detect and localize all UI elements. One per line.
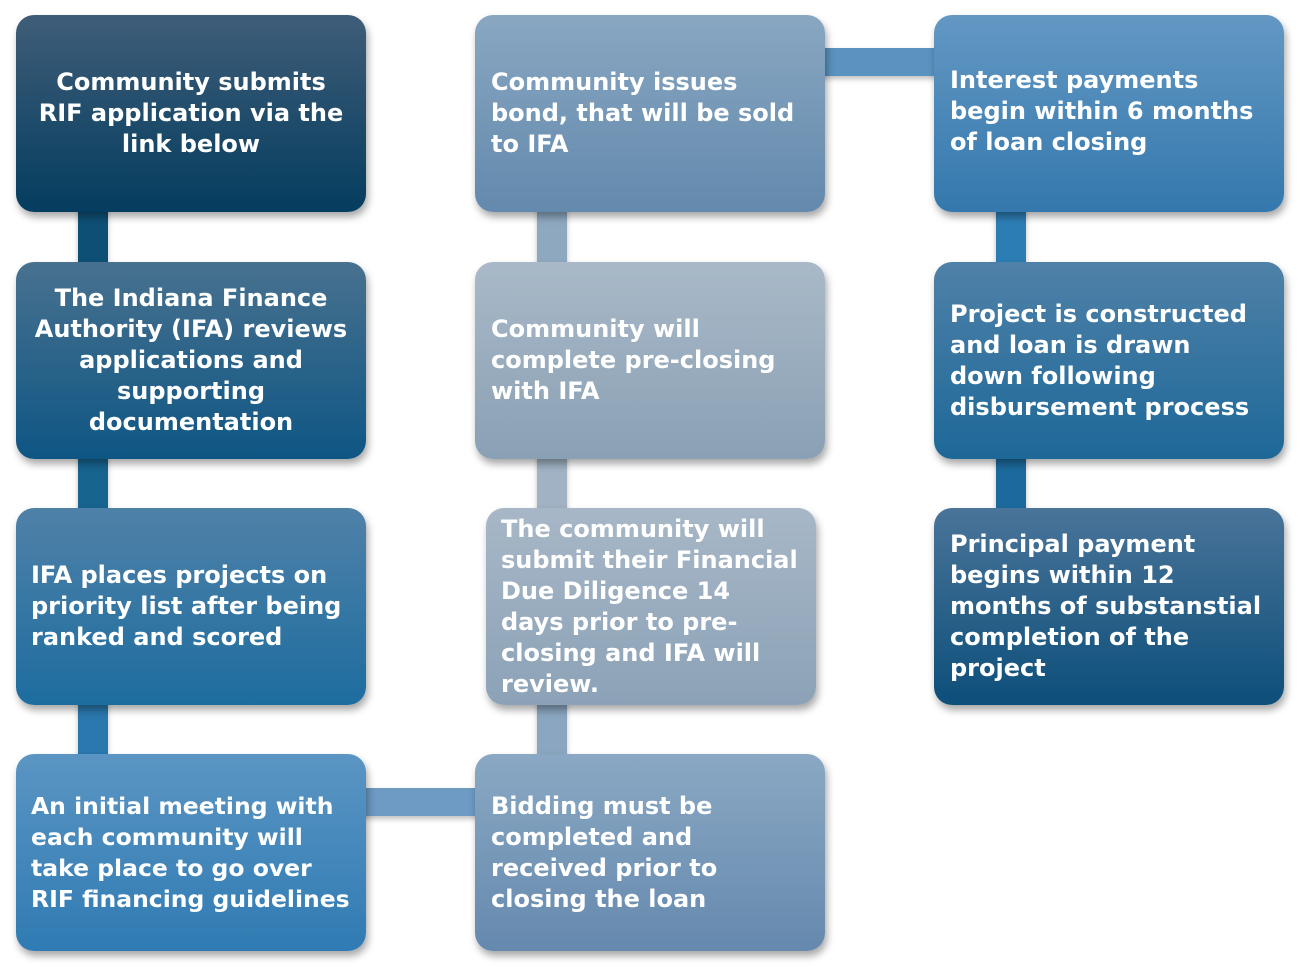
step-8-issue-bond: Community issues bond, that will be sold… xyxy=(475,15,825,212)
connector-1-2 xyxy=(78,205,108,269)
step-9-interest-payments: Interest payments begin within 6 months … xyxy=(934,15,1284,212)
step-10-text: Project is constructed and loan is drawn… xyxy=(950,299,1250,421)
step-6-due-diligence: The community will submit their Financia… xyxy=(486,508,816,705)
step-6-text: The community will submit their Financia… xyxy=(501,514,798,698)
connector-10-11 xyxy=(996,452,1026,516)
step-2-ifa-review: The Indiana Finance Authority (IFA) revi… xyxy=(16,262,366,459)
step-3-text: IFA places projects on priority list aft… xyxy=(31,561,342,651)
step-3-priority-list: IFA places projects on priority list aft… xyxy=(16,508,366,705)
step-4-initial-meeting: An initial meeting with each community w… xyxy=(16,754,366,951)
step-11-principal-payment: Principal payment begins within 12 month… xyxy=(934,508,1284,705)
connector-7-8 xyxy=(537,205,567,269)
step-11-text: Principal payment begins within 12 month… xyxy=(950,530,1262,682)
step-9-text: Interest payments begin within 6 months … xyxy=(950,66,1254,156)
step-1-submit-application: Community submits RIF application via th… xyxy=(16,15,366,212)
step-5-text: Bidding must be completed and received p… xyxy=(491,791,718,913)
connector-8-9 xyxy=(820,48,942,76)
step-7-pre-closing: Community will complete pre-closing with… xyxy=(475,262,825,459)
step-2-text: The Indiana Finance Authority (IFA) revi… xyxy=(34,284,348,436)
step-4-text: An initial meeting with each community w… xyxy=(31,791,350,913)
step-5-bidding: Bidding must be completed and received p… xyxy=(475,754,825,951)
step-1-text: Community submits RIF application via th… xyxy=(38,68,344,158)
connector-6-7 xyxy=(537,452,567,516)
connector-5-6 xyxy=(537,698,567,762)
step-10-construction-drawdown: Project is constructed and loan is drawn… xyxy=(934,262,1284,459)
connector-9-10 xyxy=(996,205,1026,269)
connector-4-5 xyxy=(360,788,482,816)
step-7-text: Community will complete pre-closing with… xyxy=(491,315,776,405)
connector-2-3 xyxy=(78,452,108,516)
connector-3-4 xyxy=(78,698,108,762)
step-8-text: Community issues bond, that will be sold… xyxy=(491,68,795,158)
